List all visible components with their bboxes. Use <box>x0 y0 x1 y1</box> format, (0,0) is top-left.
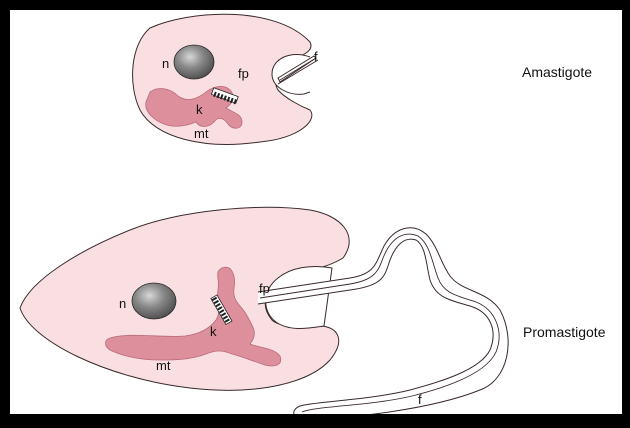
leishmania-life-stages-diagram: n k mt fp f Amastigote n k mt fp f Proma… <box>10 10 622 414</box>
amastigote-nucleus-label: n <box>162 56 169 71</box>
promastigote-kinetoplast-label: k <box>210 324 217 339</box>
promastigote-nucleus-label: n <box>119 296 126 311</box>
amastigote-cell: n k mt fp f <box>133 14 318 144</box>
promastigote-nucleus <box>132 283 176 319</box>
amastigote-mitochondrion-label: mt <box>194 126 209 141</box>
amastigote-flagellum-label: f <box>314 49 318 64</box>
promastigote-stage-title: Promastigote <box>523 324 606 340</box>
promastigote-cell: n k mt fp f <box>20 207 508 414</box>
amastigote-kinetoplast-label: k <box>196 102 203 117</box>
amastigote-stage-title: Amastigote <box>522 64 592 80</box>
diagram-frame: n k mt fp f Amastigote n k mt fp f Proma… <box>10 10 622 414</box>
amastigote-nucleus <box>174 45 214 79</box>
promastigote-mitochondrion-label: mt <box>156 358 171 373</box>
amastigote-flagellar-pocket-label: fp <box>238 66 249 81</box>
promastigote-flagellum-label: f <box>418 392 422 407</box>
promastigote-flagellar-pocket-label: fp <box>259 281 270 296</box>
